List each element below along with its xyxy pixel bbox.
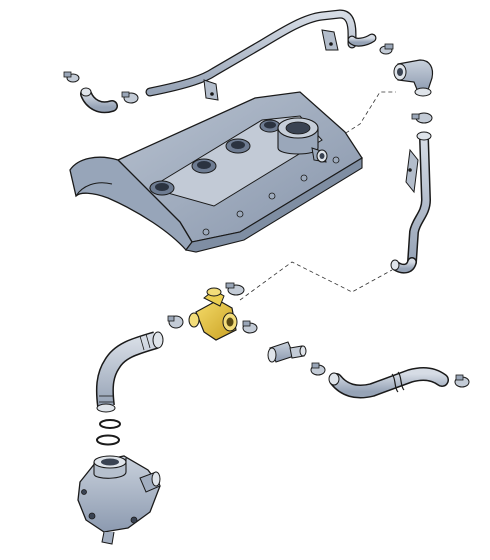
lower-right-hose xyxy=(328,366,449,399)
leader-line-tee xyxy=(239,261,393,301)
coolant-flange-housing xyxy=(77,455,161,545)
tee-fitting-highlighted xyxy=(188,287,238,341)
clamp-lower-right xyxy=(454,374,470,388)
left-small-hose xyxy=(80,87,118,114)
clamp-right-mid xyxy=(411,112,433,124)
cover-breather-outlet xyxy=(311,147,328,163)
valve-cover xyxy=(69,91,363,253)
o-ring-lower xyxy=(96,434,120,446)
clamp-lower-mid xyxy=(310,362,326,376)
o-ring-upper xyxy=(99,419,121,429)
clamp-left-2 xyxy=(121,91,139,104)
clamp-upper-right xyxy=(379,43,394,55)
oil-filler-neck xyxy=(277,117,319,155)
non-return-valve xyxy=(267,341,307,363)
right-vertical-pipe xyxy=(390,131,432,274)
clamp-left-1 xyxy=(63,71,80,83)
clamp-tee-right xyxy=(242,320,258,334)
clamp-tee-left xyxy=(167,315,184,329)
lower-left-hose xyxy=(95,331,164,413)
clamp-tee-top xyxy=(225,282,245,296)
upper-breather-hose xyxy=(145,9,377,101)
right-elbow-fitting xyxy=(393,59,434,97)
